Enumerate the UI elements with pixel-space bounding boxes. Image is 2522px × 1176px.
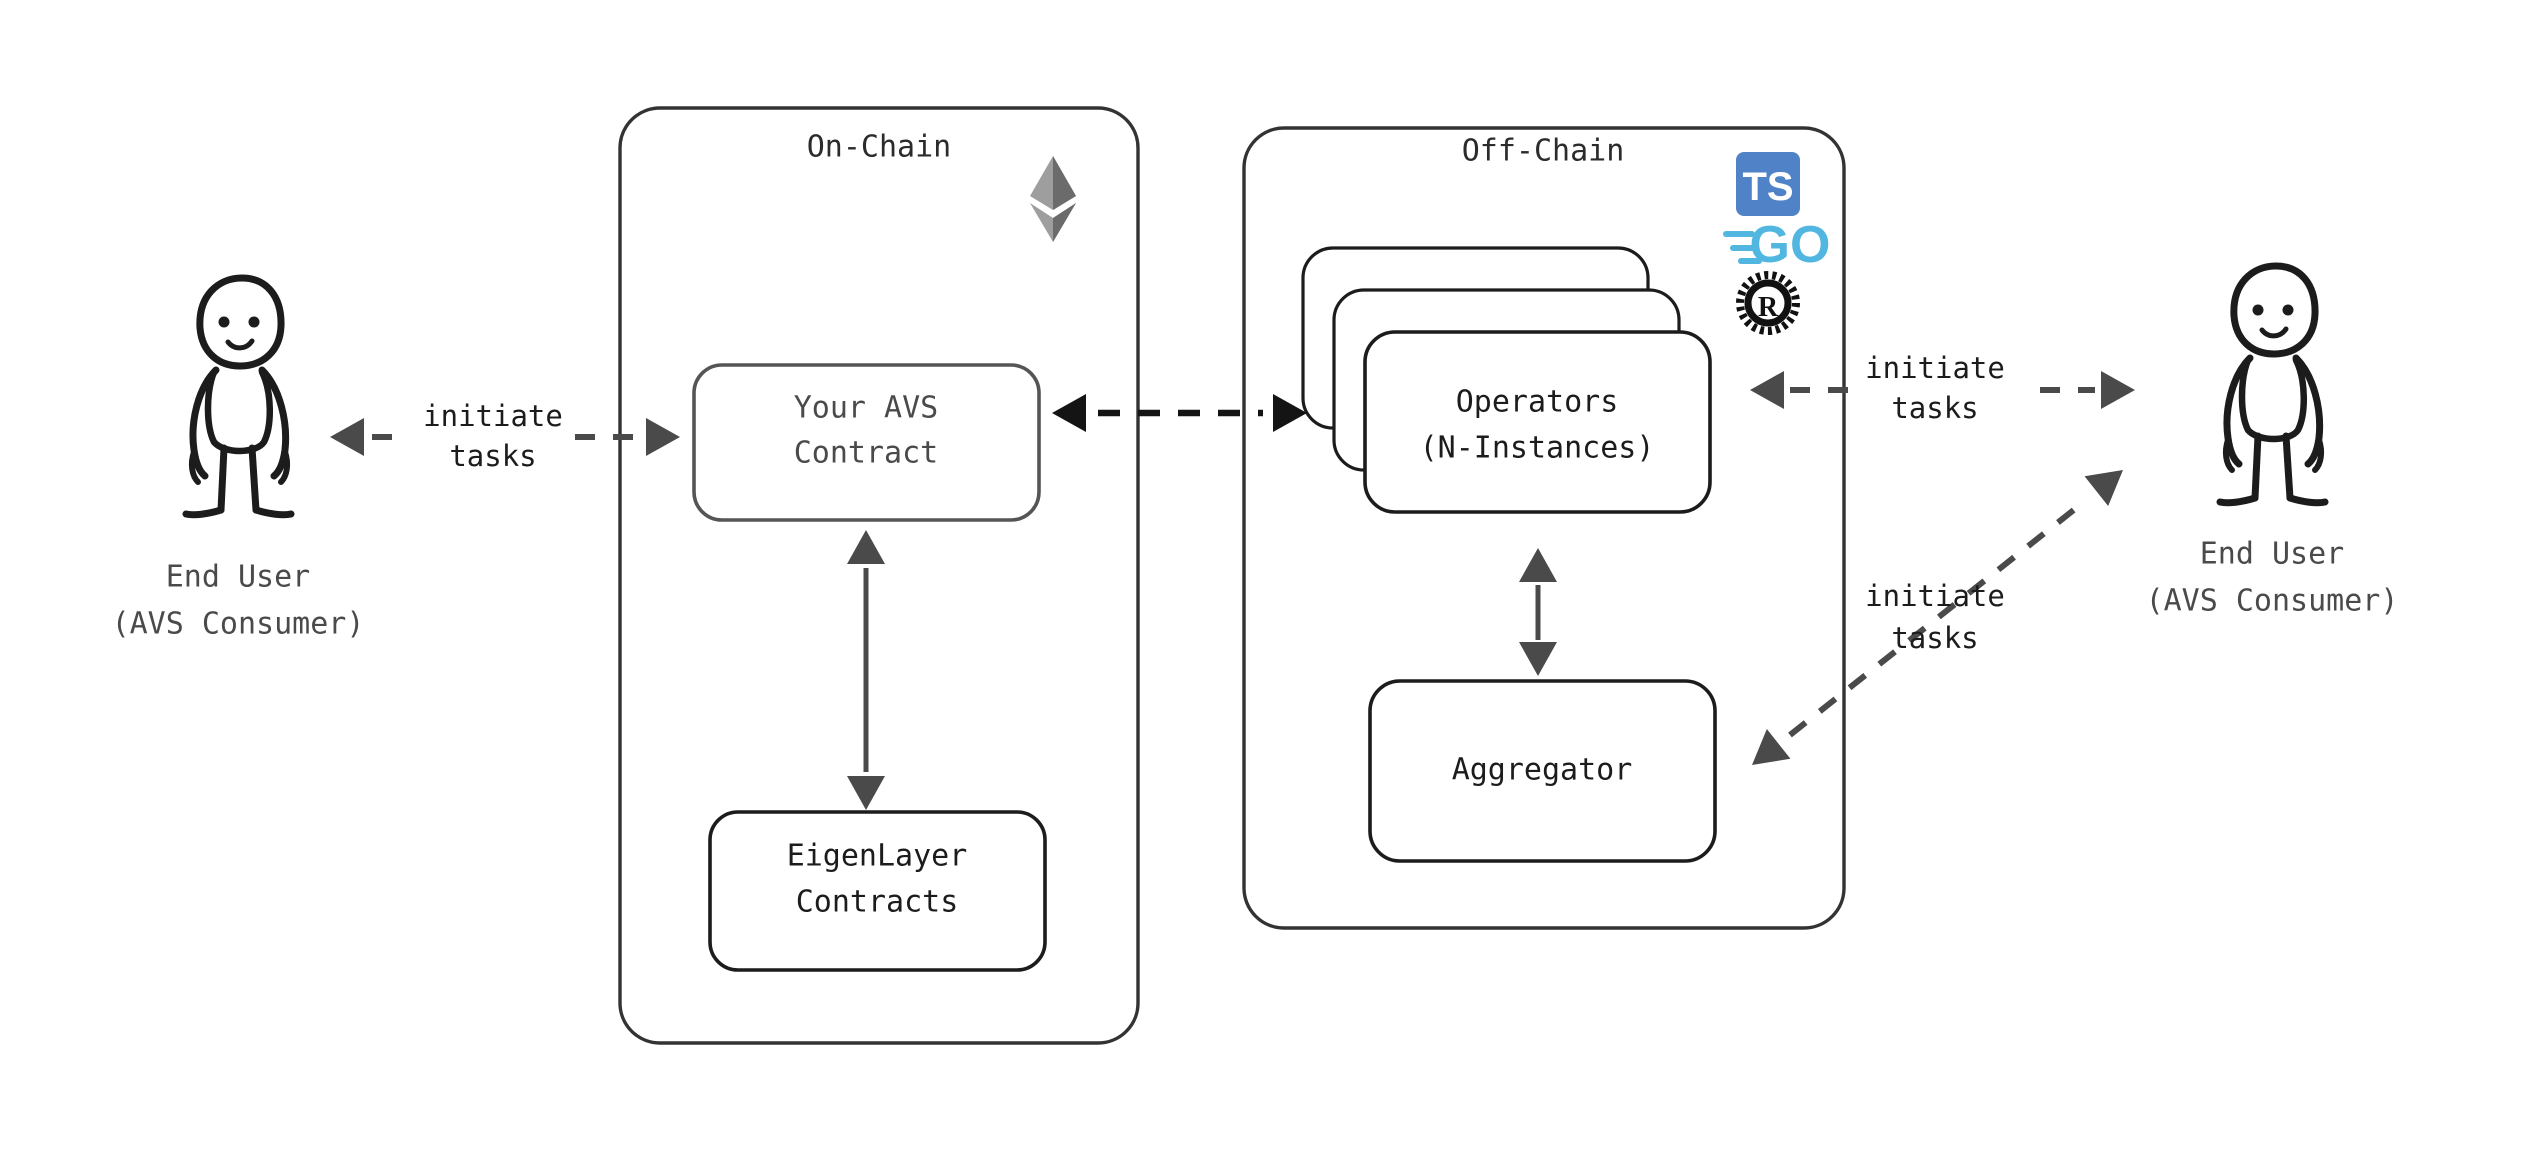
container-off-chain: Off-Chain TS GO R [1242,126,1846,930]
stick-figure-icon-left [182,274,295,519]
eigenlayer-contracts-box[interactable] [708,810,1047,972]
typescript-logo-text: TS [1742,165,1793,209]
your-avs-contract-label-line-1: Your AVS [794,391,939,426]
operators-box[interactable] [1363,330,1712,514]
node-your-avs-contract[interactable]: Your AVS Contract [692,363,1041,522]
edge-user-right-aggregator-label-line-2: tasks [1891,621,1978,655]
edge-user-right-operators-label-line-2: tasks [1891,391,1978,425]
edge-user-right-aggregator-label-line-1: initiate [1865,579,2005,613]
edge-operators-to-aggregator [1519,548,1557,676]
aggregator-label: Aggregator [1452,753,1633,788]
edge-user-left-label-line-1: initiate [423,399,563,433]
your-avs-contract-box[interactable] [692,363,1041,522]
edge-avs-to-operators [1052,394,1307,432]
eigenlayer-contracts-label-line-2: Contracts [796,885,959,920]
on-chain-label: On-Chain [807,130,952,165]
go-logo-text: GO [1750,216,1831,274]
end-user-right-label-line-2: (AVS Consumer) [2146,584,2399,619]
on-chain-boundary [618,106,1140,1045]
edge-user-right-operators-label-line-1: initiate [1865,351,2005,385]
aggregator-box[interactable] [1368,679,1717,863]
end-user-left-label-line-1: End User [166,560,311,595]
edge-avs-to-eigenlayer [847,530,885,810]
actor-end-user-left[interactable]: End User (AVS Consumer) [112,274,365,642]
operators-label-line-2: (N-Instances) [1420,431,1655,466]
node-aggregator[interactable]: Aggregator [1368,679,1717,863]
edge-user-left-label-line-2: tasks [449,439,536,473]
node-operators[interactable]: Operators (N-Instances) [1301,246,1712,514]
off-chain-label: Off-Chain [1462,134,1625,169]
rust-logo-text: R [1758,292,1779,323]
stick-figure-icon-right [2216,262,2329,507]
edge-user-right-to-operators: initiate tasks [1750,351,2135,425]
edge-user-left-to-avs: initiate tasks [330,399,680,473]
node-eigenlayer-contracts[interactable]: EigenLayer Contracts [708,810,1047,972]
end-user-left-label-line-2: (AVS Consumer) [112,607,365,642]
your-avs-contract-label-line-2: Contract [794,436,939,471]
ethereum-logo [1030,156,1076,242]
rust-logo: R [1736,271,1800,335]
end-user-right-label-line-1: End User [2200,537,2345,572]
typescript-logo: TS [1736,152,1800,216]
go-logo: GO [1723,216,1831,274]
edge-user-right-to-aggregator: initiate tasks [1740,455,2135,780]
eigenlayer-contracts-label-line-1: EigenLayer [787,839,968,874]
operators-label-line-1: Operators [1456,385,1619,420]
actor-end-user-right[interactable]: End User (AVS Consumer) [2146,262,2399,619]
container-on-chain: On-Chain Your AVS Contract EigenLayer Co… [618,106,1140,1045]
